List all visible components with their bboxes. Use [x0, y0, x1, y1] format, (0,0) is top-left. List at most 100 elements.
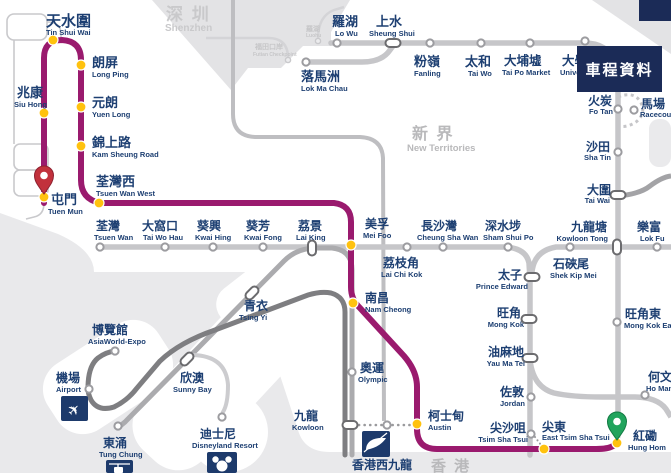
region-label-en: Shenzhen [165, 23, 212, 34]
station-label-en: Lok Fu [640, 234, 665, 243]
station-label-zh: 何文田 [648, 369, 671, 384]
station-ho-man-tin[interactable]: 何文田Ho Man Tin [640, 369, 671, 400]
station-label-en: Olympic [358, 375, 388, 384]
cable-car-icon [106, 460, 133, 473]
station-label-zh: 錦上路 [92, 135, 132, 150]
station-label-en: Austin [428, 423, 452, 432]
region-label-zh: 新 界 [412, 124, 454, 143]
region-label-zh: 香 港 [431, 457, 471, 473]
station-racecourse[interactable]: 馬場Racecourse [629, 96, 671, 119]
station-label-zh: 青衣 [244, 298, 268, 313]
line-disneyland-resort [191, 353, 231, 414]
station-label-en: Tai Wo [468, 69, 492, 78]
station-label-zh: 太和 [464, 54, 491, 69]
station-label-zh: 沙田 [586, 140, 610, 154]
overlay-corner [639, 0, 671, 21]
station-label-zh: 朗屏 [92, 55, 118, 70]
station-label-zh: 羅湖 [306, 24, 320, 33]
station-label-en: Airport [56, 385, 82, 394]
high-speed-rail-icon [362, 431, 390, 457]
journey-info-title: 車程資料 [585, 61, 654, 79]
station-label-zh: 落馬洲 [301, 69, 340, 84]
station-label-zh: 天水圍 [46, 12, 91, 30]
station-label-zh: 樂富 [636, 219, 661, 234]
line-airport-express [85, 289, 348, 458]
destination-pin[interactable] [606, 411, 628, 441]
station-label-zh: 尖沙咀 [490, 420, 526, 435]
station-label-en: Hung Hom [628, 443, 666, 452]
station-label-en: Sunny Bay [173, 385, 213, 394]
station-label-zh: 大圍 [587, 182, 611, 197]
station-hong-kong-west-kowloon[interactable]: 香港西九龍 [351, 420, 412, 472]
station-label-zh: 大窩口 [142, 218, 178, 233]
station-label-zh: 馬場 [641, 96, 665, 111]
line-kwun-tong-upper [529, 244, 671, 273]
station-label-en: Tung Chung [99, 450, 143, 459]
station-label-en: Tsuen Wan [94, 233, 134, 242]
station-label-en: Fo Tan [589, 107, 613, 116]
station-label-en: Fanling [414, 69, 441, 78]
station-label-en: Yau Ma Tei [487, 359, 525, 368]
station-label-en: AsiaWorld-Expo [88, 337, 146, 346]
station-label-zh: 柯士甸 [428, 408, 464, 423]
station-label-zh: 荔枝角 [382, 255, 419, 270]
journey-info-panel[interactable]: 車程資料 [577, 46, 662, 92]
station-label-zh: 欣澳 [180, 370, 205, 385]
station-label-en: Yuen Long [92, 110, 131, 119]
station-label-en: Sham Shui Po [483, 233, 534, 242]
origin-pin[interactable] [33, 165, 55, 195]
station-label-en: Jordan [500, 399, 525, 408]
station-label-en: East Tsim Sha Tsui [542, 433, 610, 442]
station-label-zh: 油麻地 [488, 344, 524, 359]
